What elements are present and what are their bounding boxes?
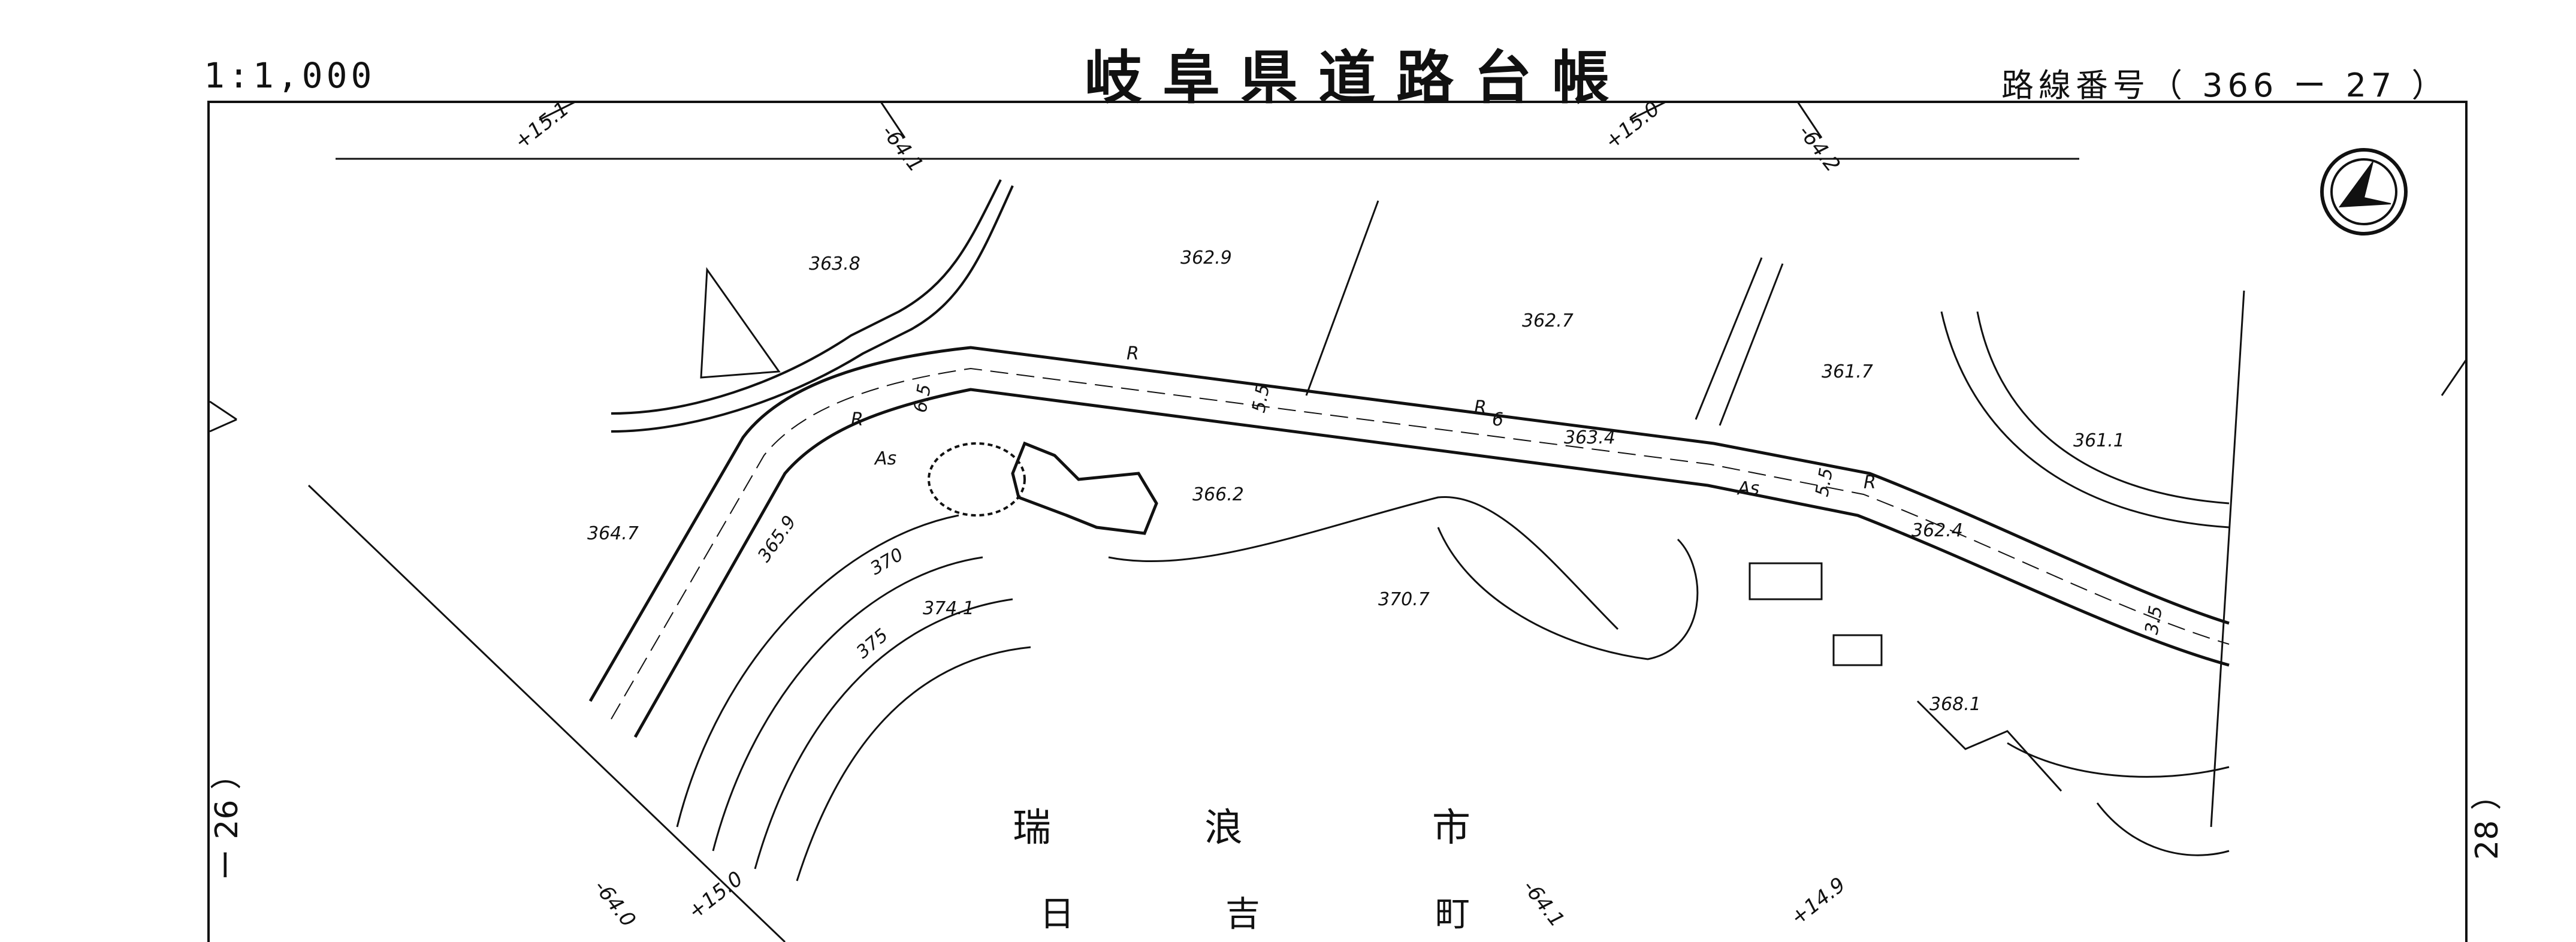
place-char-3: 市 bbox=[1432, 806, 1470, 850]
road-label-as-2: As bbox=[1737, 478, 1759, 499]
cut-line-left bbox=[307, 484, 786, 942]
road-edge-upper bbox=[588, 346, 2230, 702]
place-char-4: 日 bbox=[1040, 893, 1075, 934]
north-arrow-icon bbox=[2320, 148, 2408, 236]
lane-3 bbox=[1719, 263, 1784, 426]
route-number: 路線番号（ 366 ー 27 ） bbox=[2001, 67, 2449, 104]
road-edge-lower bbox=[633, 388, 2230, 738]
structure-1 bbox=[1748, 562, 1823, 600]
coord-bottom-4: +14.9 bbox=[1786, 872, 1850, 930]
contour-label-375: 375 bbox=[853, 625, 892, 663]
lane-2 bbox=[1695, 257, 1763, 420]
road-label-r-2: R bbox=[1127, 343, 1139, 364]
place-char-6: 町 bbox=[1435, 893, 1470, 934]
elev-361-7: 361.7 bbox=[1822, 361, 1873, 382]
place-char-2: 浪 bbox=[1204, 806, 1243, 850]
coord-top-3: +15.0 bbox=[1600, 96, 1665, 154]
structure-2 bbox=[1832, 634, 1883, 666]
elev-365-9: 365.9 bbox=[754, 512, 801, 566]
lane-1 bbox=[1305, 200, 1379, 396]
place-char-5: 吉 bbox=[1225, 893, 1261, 934]
map-frame bbox=[207, 101, 2468, 942]
tick-top-2 bbox=[880, 101, 906, 138]
tick-top-4 bbox=[1796, 101, 1823, 138]
side-road-1a bbox=[611, 179, 1002, 415]
elev-366-2: 366.2 bbox=[1192, 484, 1244, 505]
road-label-r-1: R bbox=[851, 409, 863, 430]
road-label-r-4: R bbox=[1864, 472, 1876, 493]
contour-8 bbox=[2096, 802, 2230, 856]
elev-364-7: 364.7 bbox=[587, 523, 639, 544]
elev-370-7: 370.7 bbox=[1378, 589, 1430, 610]
contour-5 bbox=[1108, 496, 1619, 630]
road-label-as-1: As bbox=[874, 448, 896, 469]
elev-368-1: 368.1 bbox=[1929, 694, 1981, 715]
elev-362-7: 362.7 bbox=[1522, 310, 1574, 331]
parcel-triangle bbox=[700, 267, 781, 379]
tick-top-3 bbox=[1629, 101, 1666, 121]
elev-363-8: 363.8 bbox=[809, 253, 860, 274]
elev-361-1: 361.1 bbox=[2073, 430, 2125, 451]
coord-top-2: -64.1 bbox=[877, 120, 928, 177]
property-line bbox=[1916, 700, 2062, 792]
building-outline bbox=[1011, 441, 1158, 535]
coord-top-4: -64.2 bbox=[1793, 120, 1845, 177]
contour-1 bbox=[676, 514, 959, 828]
road-label-width: 6 bbox=[1492, 409, 1503, 430]
contour-7 bbox=[2007, 742, 2230, 778]
tree-cluster bbox=[928, 442, 1026, 517]
road-label-5-5-a: 5.5 bbox=[1248, 382, 1274, 414]
tick-top-1 bbox=[539, 101, 576, 121]
elev-374-1: 374.1 bbox=[923, 598, 974, 619]
road-label-6-5: 6.5 bbox=[910, 382, 935, 414]
road-label-5-5-b: 5.5 bbox=[1811, 466, 1837, 498]
road-label-3-5: 3.5 bbox=[2141, 604, 2167, 636]
elev-363-4: 363.4 bbox=[1564, 427, 1615, 448]
contour-2 bbox=[712, 556, 983, 852]
place-char-1: 瑞 bbox=[1013, 806, 1051, 850]
coord-bottom-1: -64.0 bbox=[589, 875, 641, 932]
edge-mark-right bbox=[2441, 359, 2468, 396]
elev-362-9: 362.9 bbox=[1180, 247, 1232, 268]
side-road-right-b bbox=[1976, 311, 2230, 505]
elev-362-4: 362.4 bbox=[1911, 520, 1963, 541]
side-road-1b bbox=[611, 185, 1014, 433]
map-scale: 1:1,000 bbox=[204, 55, 376, 96]
cut-line-right bbox=[2210, 290, 2245, 828]
edge-mark-left bbox=[209, 400, 237, 433]
coord-bottom-3: -64.1 bbox=[1518, 875, 1569, 932]
contour-3 bbox=[754, 598, 1013, 869]
contour-6 bbox=[1437, 527, 1699, 660]
contour-4 bbox=[796, 646, 1031, 881]
side-road-right-a bbox=[1940, 311, 2230, 529]
road-centerline bbox=[611, 367, 2230, 720]
coord-top-1: +15.1 bbox=[510, 96, 574, 154]
map-title: 岐阜県道路台帳 bbox=[1085, 44, 1630, 111]
road-label-r-3: R bbox=[1474, 397, 1487, 418]
